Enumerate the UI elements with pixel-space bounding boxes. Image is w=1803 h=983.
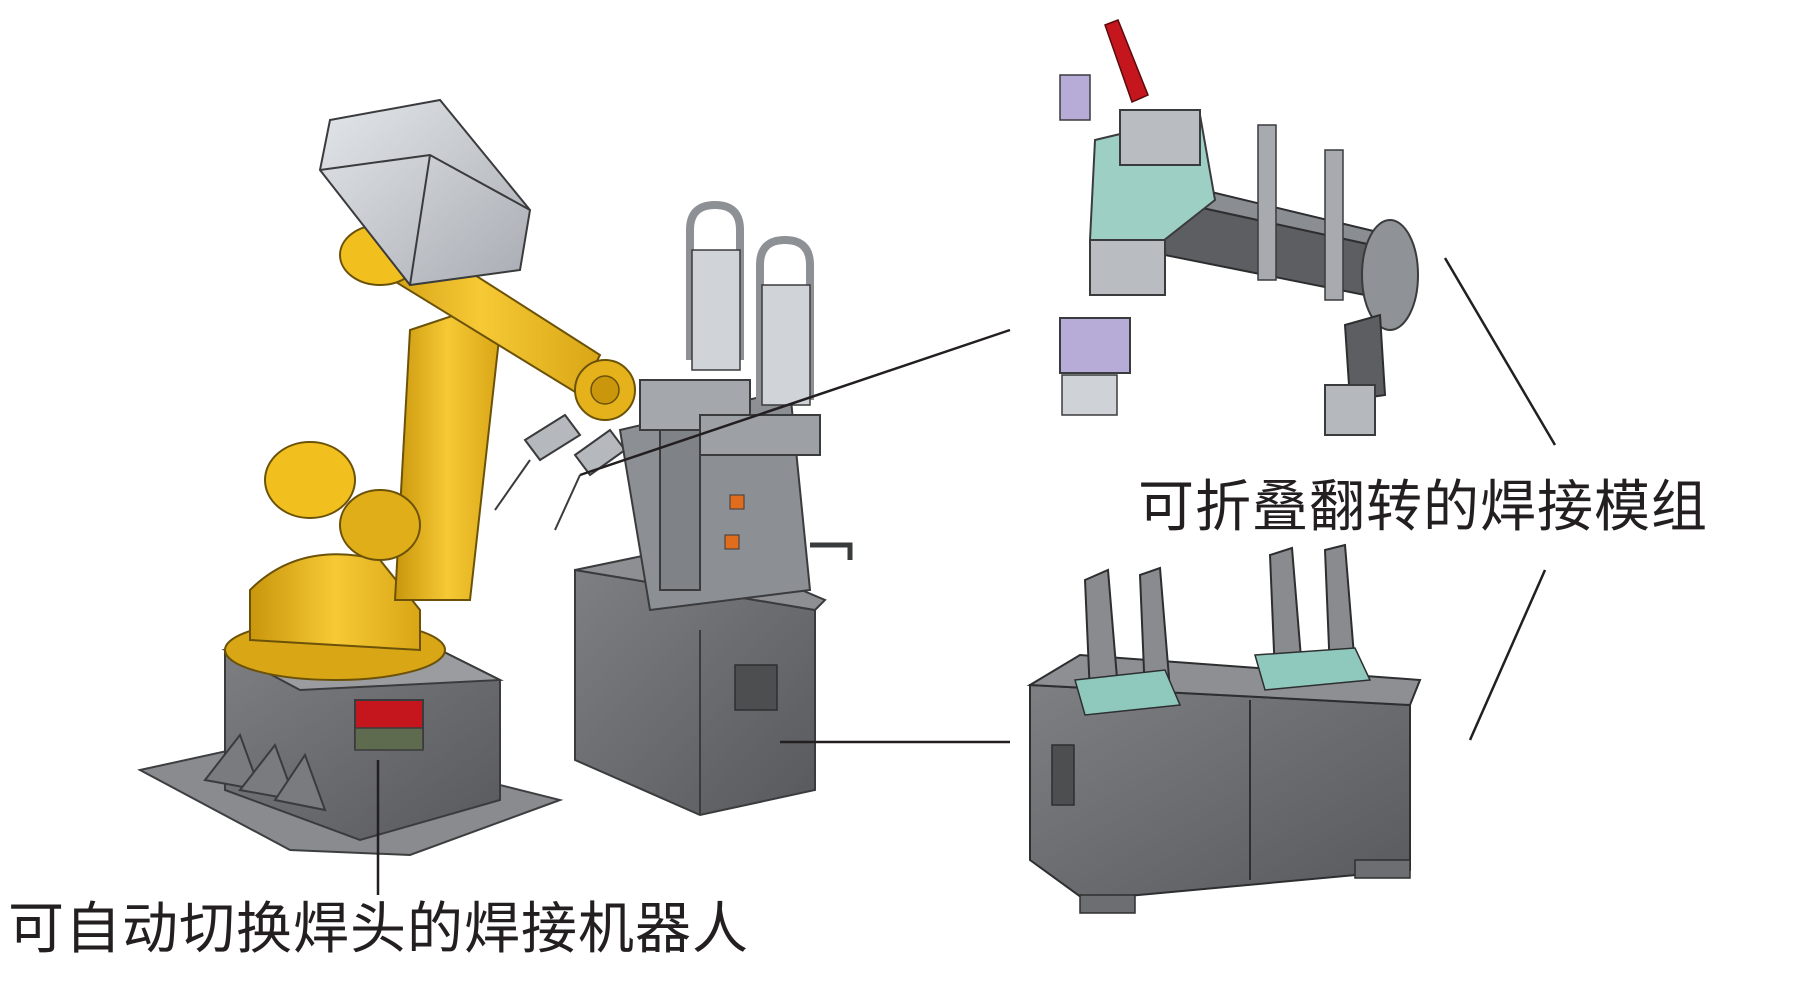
folded-module-cabinet: [1026, 543, 1422, 914]
leader-lines: [376, 257, 1557, 895]
leader-line-station: [579, 328, 1011, 477]
leader-line-module-bottom: [1468, 569, 1547, 741]
station-cabinet: [574, 568, 816, 817]
robot-waist: [249, 553, 421, 652]
foldable-welding-module: [1059, 19, 1419, 436]
welding-station: [574, 200, 853, 817]
module-purple-part: [1059, 317, 1131, 374]
vent-grille: [734, 664, 778, 711]
welding-robot: [137, 98, 636, 857]
module-red-part: [1104, 19, 1149, 104]
leader-line-module-top: [1443, 257, 1557, 446]
robot-lower-arm: [393, 308, 502, 601]
label-foldable-module: 可折叠翻转的焊接模组: [1138, 475, 1708, 540]
right-cabinet-body: [1029, 683, 1411, 902]
label-welding-robot: 可自动切换焊头的焊接机器人: [8, 897, 749, 962]
